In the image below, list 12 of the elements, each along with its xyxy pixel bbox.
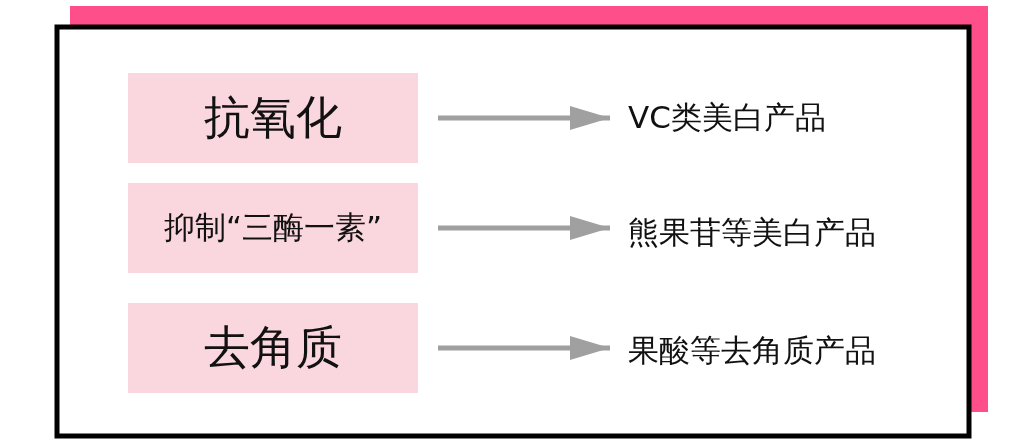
category-label: 去角质 xyxy=(204,319,342,376)
category-label: 抗氧化 xyxy=(204,89,342,146)
arrow xyxy=(438,106,610,130)
label-box xyxy=(128,73,418,163)
product-label: 熊果苷等美白产品 xyxy=(628,213,876,252)
category-label: 抑制“三酶一素” xyxy=(163,208,383,247)
arrow xyxy=(438,336,610,360)
arrow xyxy=(438,216,610,240)
product-label: VC类美白产品 xyxy=(628,98,826,137)
label-box xyxy=(128,303,418,393)
label-box xyxy=(128,183,418,273)
product-label: 果酸等去角质产品 xyxy=(628,331,876,370)
